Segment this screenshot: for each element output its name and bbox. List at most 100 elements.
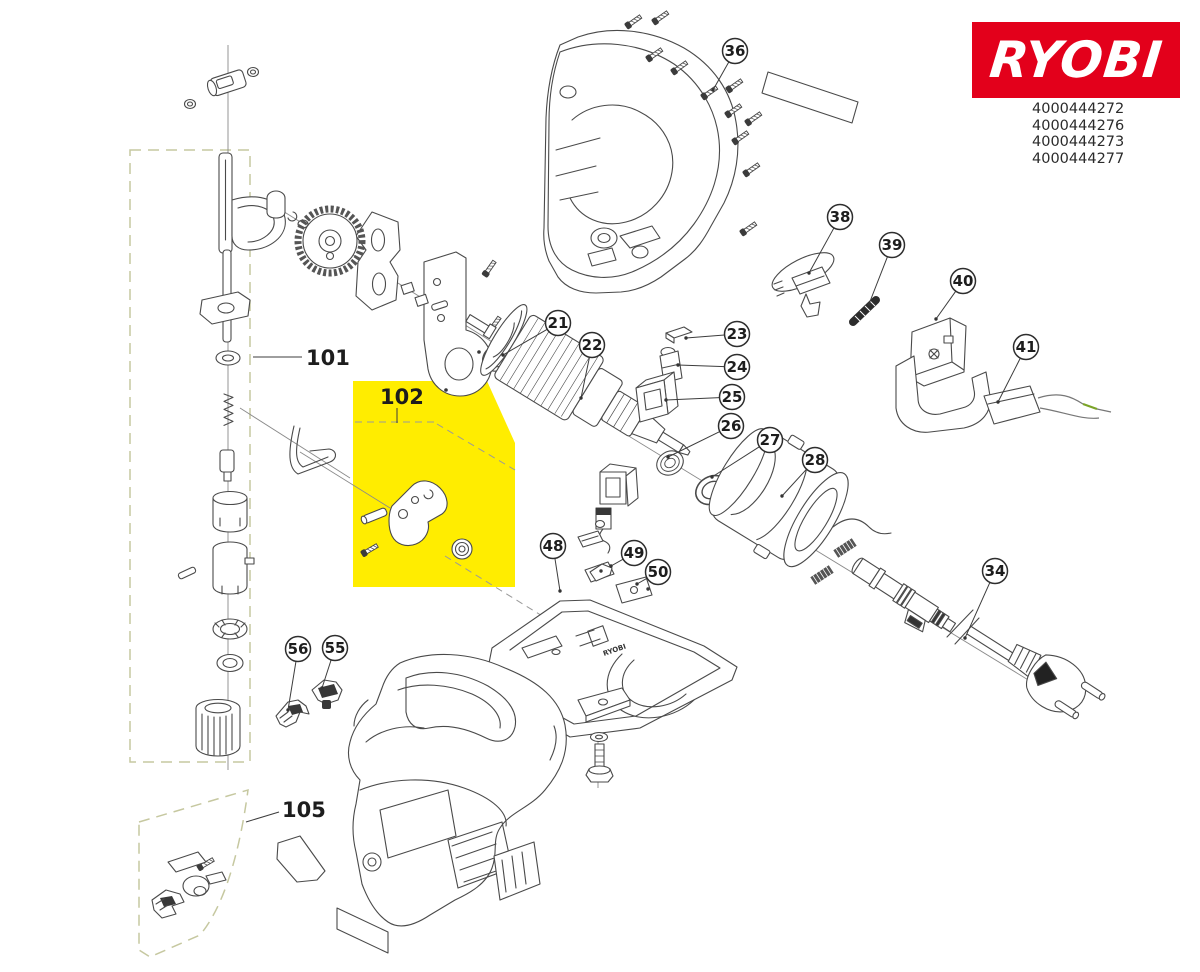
callout-number: 55 (325, 639, 346, 657)
group-label-102: 102 (380, 385, 424, 423)
callout-circle (721, 37, 749, 65)
callout-target-dot (676, 363, 680, 367)
switch-group-drawing (771, 252, 1112, 433)
callout-number: 41 (1016, 338, 1037, 356)
group-labels-layer: 101 102 105 (245, 346, 424, 823)
callout-leader-line (677, 364, 725, 368)
clip-parts (275, 679, 343, 728)
blade-holder-column-parts (177, 66, 286, 757)
callout-48: 48 (539, 532, 567, 593)
alignment-dashed-lines (355, 421, 553, 623)
cord-and-plug-drawing (851, 557, 1106, 720)
gear-assembly-drawing (266, 190, 503, 475)
product-code: 4000444272 (1032, 101, 1125, 117)
callout-target-dot (867, 302, 871, 306)
callout-49: 49 (609, 539, 648, 568)
callout-34: 34 (963, 557, 1009, 640)
callout-leader-line (781, 468, 807, 497)
callout-56: 56 (284, 635, 312, 712)
callout-circle (723, 320, 751, 348)
callout-leader-line (868, 256, 888, 305)
callout-circle (826, 203, 854, 231)
carbon-brush-parts (577, 326, 693, 554)
callout-circle (578, 331, 606, 359)
group-105-dashed-outline (138, 788, 249, 958)
callout-25: 25 (664, 383, 746, 411)
callout-38: 38 (807, 203, 854, 275)
callout-leader-line (580, 357, 590, 399)
callout-target-dot (320, 686, 324, 690)
ryobi-logo-text: RYOBI (986, 31, 1166, 89)
callout-leader-line (610, 558, 624, 567)
loose-part-outline (276, 835, 326, 883)
callout-number: 25 (722, 388, 743, 406)
callout-circle (644, 558, 672, 586)
callout-leader-line (808, 227, 835, 274)
callout-26: 26 (666, 412, 745, 459)
callout-21: 21 (501, 309, 572, 357)
callout-target-dot (501, 353, 505, 357)
callout-leader-line (935, 290, 957, 320)
callout-leader-line (667, 431, 721, 458)
callout-number: 22 (582, 336, 603, 354)
callout-circle (756, 426, 784, 454)
callout-circle (539, 532, 567, 560)
callout-circle (1012, 333, 1040, 361)
callout-number: 26 (721, 417, 742, 435)
callout-circle (620, 539, 648, 567)
callout-leader-line (287, 661, 297, 711)
housing-sticker-label (761, 71, 859, 124)
group-label-text: 105 (282, 798, 326, 822)
callout-leader-line (554, 558, 561, 592)
callout-number: 24 (727, 358, 748, 376)
group-label-text: 101 (306, 346, 350, 370)
callout-leader-line (636, 577, 648, 585)
callout-target-dot (963, 636, 967, 640)
callout-target-dot (609, 564, 613, 568)
callout-circle (321, 634, 349, 662)
callout-22: 22 (578, 331, 606, 400)
callout-leader-line (665, 397, 720, 401)
callout-target-dot (996, 400, 1000, 404)
group-label-101: 101 (253, 346, 350, 370)
callout-target-dot (684, 336, 688, 340)
callout-target-dot (780, 494, 784, 498)
motor-housing-drawing (543, 29, 739, 294)
callout-target-dot (635, 582, 639, 586)
callout-number: 28 (805, 451, 826, 469)
callout-circle (949, 267, 977, 295)
callout-50: 50 (635, 558, 672, 586)
callout-41: 41 (996, 333, 1040, 404)
callout-target-dot (286, 708, 290, 712)
callout-target-dot (807, 271, 811, 275)
product-code: 4000444277 (1032, 150, 1125, 167)
callout-target-dot (710, 475, 714, 479)
callout-target-dot (666, 455, 670, 459)
callout-number: 49 (624, 544, 645, 562)
callout-number: 21 (548, 314, 569, 332)
jigsaw-body-drawing (347, 653, 567, 927)
callout-target-dot (579, 396, 583, 400)
callout-number: 23 (727, 325, 748, 343)
callout-24: 24 (676, 353, 751, 381)
callout-leader-line (502, 328, 548, 356)
stator-drawing (708, 428, 892, 585)
callout-23: 23 (684, 320, 751, 348)
callout-40: 40 (934, 267, 977, 321)
callout-number: 38 (830, 208, 851, 226)
group-105-parts (151, 851, 227, 919)
callout-target-dot (558, 589, 562, 593)
group-label-105: 105 (245, 798, 326, 823)
callout-leader-line (685, 334, 725, 339)
product-code: 4000444276 (1032, 117, 1125, 134)
callout-28: 28 (780, 446, 829, 498)
ryobi-logo: RYOBI (972, 22, 1180, 98)
callout-circle (981, 557, 1009, 585)
callout-number: 48 (543, 537, 564, 555)
callout-target-dot (711, 88, 715, 92)
callout-target-dot (664, 398, 668, 402)
